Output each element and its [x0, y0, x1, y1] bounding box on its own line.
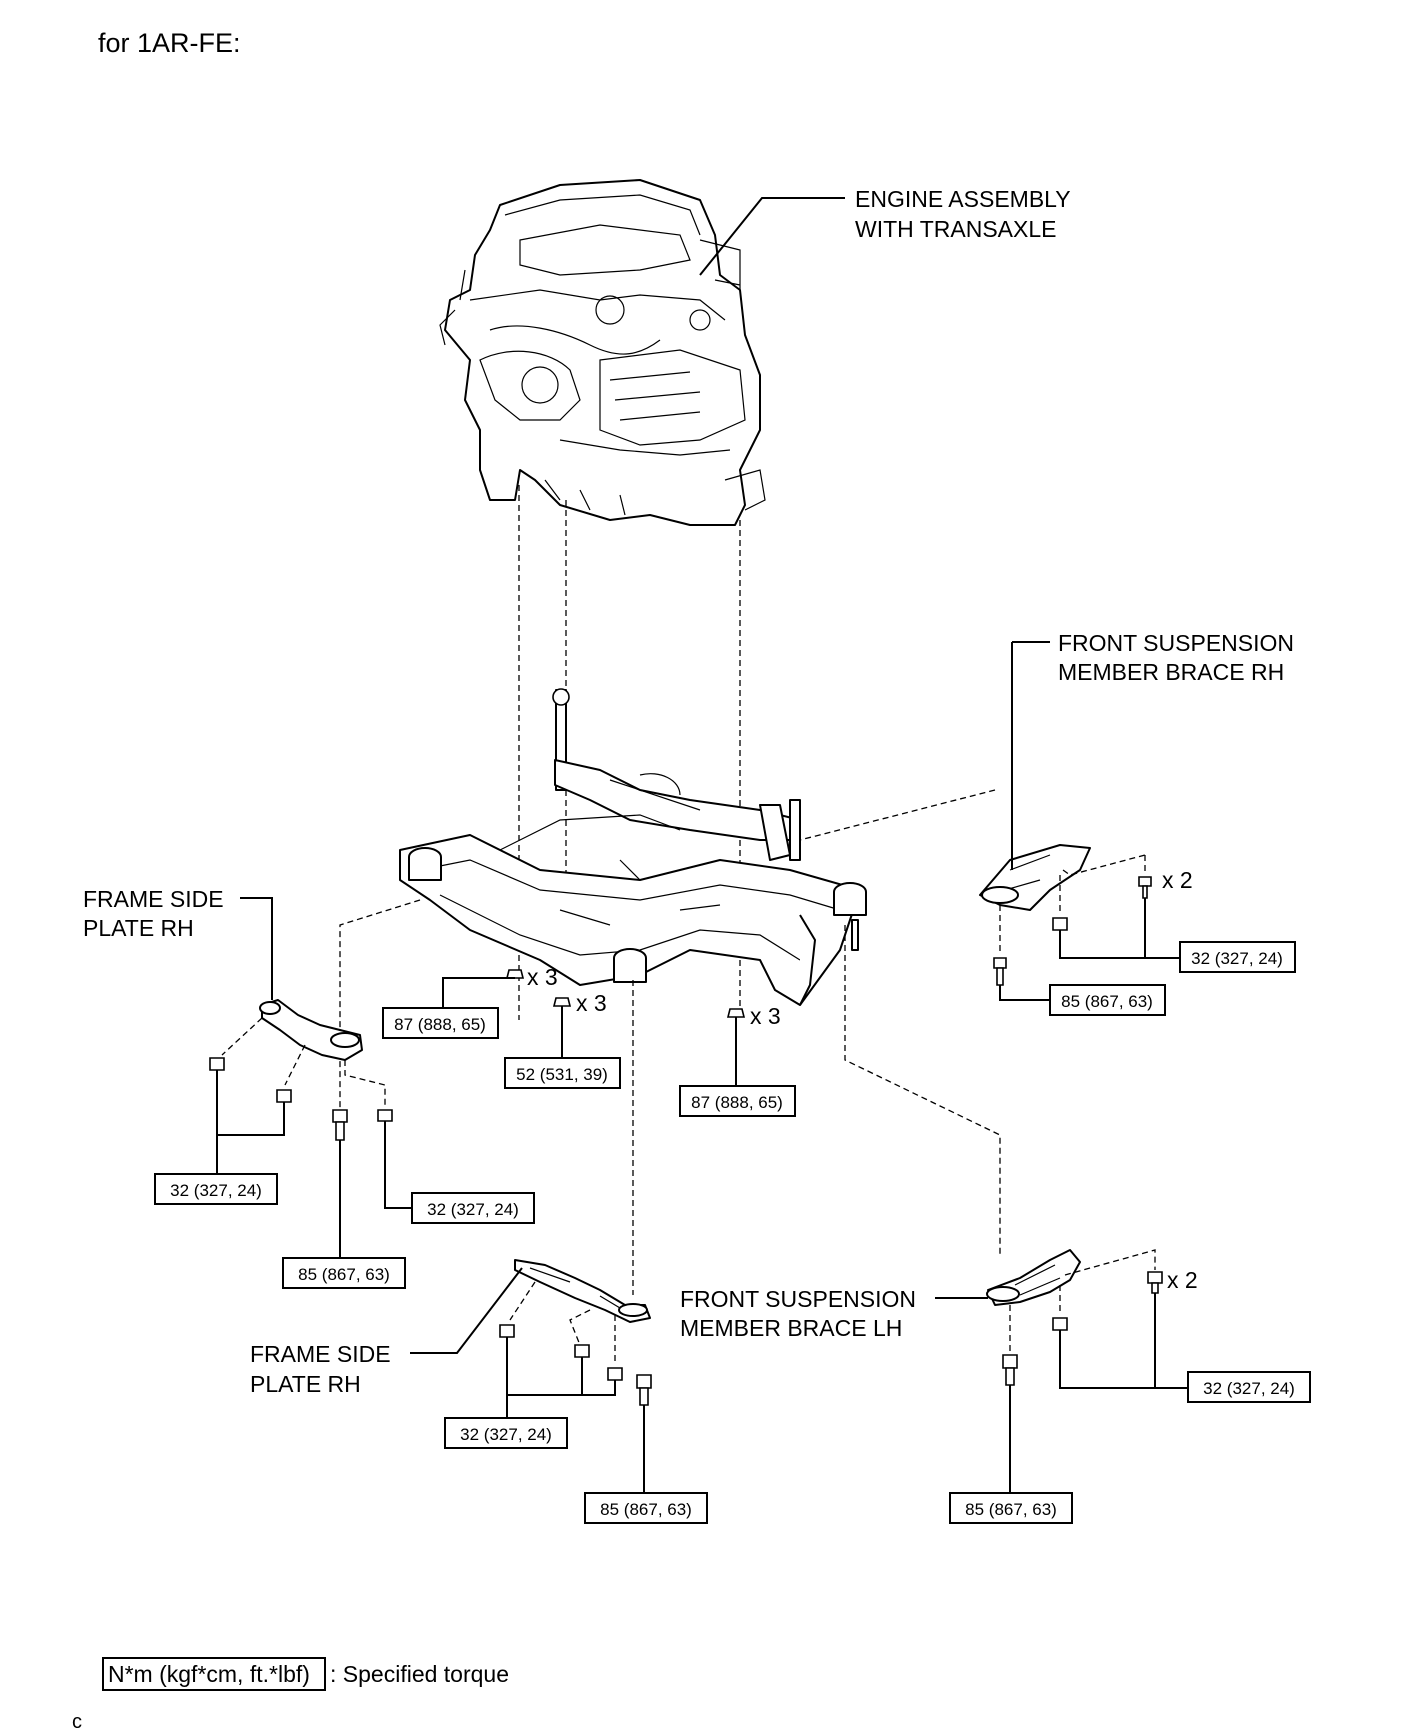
bolt-frame-a — [209, 1057, 225, 1071]
member-nut-1 — [505, 969, 525, 979]
member-nut-2 — [552, 997, 572, 1007]
frame-side-plate-rh-drawing — [259, 999, 363, 1061]
torque-85-brace-rh: 85 (867, 63) — [1061, 992, 1153, 1011]
qty-x2-lh: x 2 — [1167, 1267, 1198, 1293]
torque-box-87-right — [679, 1085, 796, 1117]
washer-frame — [377, 1109, 393, 1122]
label-brace-rh-line2: MEMBER BRACE RH — [1058, 659, 1284, 685]
torque-85-frame-lh: 85 (867, 63) — [600, 1500, 692, 1519]
label-engine-line1: ENGINE ASSEMBLY — [855, 186, 1071, 212]
frame-side-plate-lower-drawing — [514, 1259, 651, 1323]
bolt-frame-b — [276, 1089, 292, 1103]
torque-52: 52 (531, 39) — [516, 1065, 608, 1084]
torque-box-32-brace-rh — [1179, 941, 1296, 973]
label-frame-rh-upper-line2: PLATE RH — [83, 915, 194, 941]
label-brace-lh-line2: MEMBER BRACE LH — [680, 1315, 902, 1341]
qty-x3-a: x 3 — [527, 964, 558, 990]
page-title: for 1AR-FE: — [98, 28, 241, 58]
washer-lower — [607, 1367, 623, 1381]
torque-32-frame-lh: 32 (327, 24) — [460, 1425, 552, 1444]
legend-description: : Specified torque — [330, 1661, 509, 1687]
brace-rh-drawing — [979, 844, 1091, 911]
washer-brace-lh — [1052, 1317, 1068, 1331]
bolt-lower-a — [499, 1324, 515, 1338]
torque-box-32-brace-lh — [1187, 1371, 1311, 1403]
brace-lh-drawing — [986, 1249, 1081, 1306]
bolt-lower-b — [574, 1344, 590, 1358]
torque-box-85-brace-lh — [949, 1492, 1073, 1524]
torque-32-brace-lh: 32 (327, 24) — [1203, 1379, 1295, 1398]
bolt-frame-main — [332, 1109, 348, 1141]
torque-85-frame: 85 (867, 63) — [298, 1265, 390, 1284]
footer-code: c — [72, 1711, 82, 1733]
torque-box-85-frame — [282, 1257, 406, 1289]
qty-x2-rh: x 2 — [1162, 867, 1193, 893]
torque-87-right: 87 (888, 65) — [691, 1093, 783, 1112]
qty-x3-b: x 3 — [576, 990, 607, 1016]
torque-32-brace-rh: 32 (327, 24) — [1191, 949, 1283, 968]
torque-box-32-frame-a — [154, 1173, 278, 1205]
label-brace-lh-line1: FRONT SUSPENSION — [680, 1286, 916, 1312]
engine-assembly-drawing — [439, 179, 766, 526]
torque-box-32-frame-lh — [444, 1417, 568, 1449]
torque-box-85-brace-rh — [1049, 984, 1166, 1016]
torque-box-52 — [504, 1057, 621, 1089]
bolt-brace-rh-main — [993, 957, 1007, 986]
label-engine-line2: WITH TRANSAXLE — [855, 216, 1057, 242]
torque-87-left: 87 (888, 65) — [394, 1015, 486, 1034]
legend-unit: N*m (kgf*cm, ft.*lbf) — [108, 1661, 310, 1687]
torque-box-32-frame-b — [411, 1192, 535, 1224]
torque-box-87-left — [382, 1007, 499, 1039]
torque-32-frame-b: 32 (327, 24) — [427, 1200, 519, 1219]
washer-brace-rh — [1052, 917, 1068, 931]
suspension-member-drawing — [399, 814, 867, 1006]
member-nut-3 — [726, 1008, 746, 1018]
bolt-brace-lh-main — [1002, 1354, 1018, 1386]
steering-gear-drawing — [552, 688, 801, 861]
torque-32-frame-a: 32 (327, 24) — [170, 1181, 262, 1200]
torque-85-brace-lh: 85 (867, 63) — [965, 1500, 1057, 1519]
qty-x3-c: x 3 — [750, 1003, 781, 1029]
bolt-brace-rh — [1138, 876, 1152, 899]
label-frame-lower-line2: PLATE RH — [250, 1371, 361, 1397]
label-frame-rh-upper-line1: FRAME SIDE — [83, 886, 224, 912]
legend-unit-box — [102, 1657, 326, 1691]
bolt-brace-lh — [1147, 1271, 1163, 1294]
torque-box-85-frame-lh — [584, 1492, 708, 1524]
label-frame-lower-line1: FRAME SIDE — [250, 1341, 391, 1367]
label-brace-rh-line1: FRONT SUSPENSION — [1058, 630, 1294, 656]
bolt-lower-main — [636, 1374, 652, 1406]
